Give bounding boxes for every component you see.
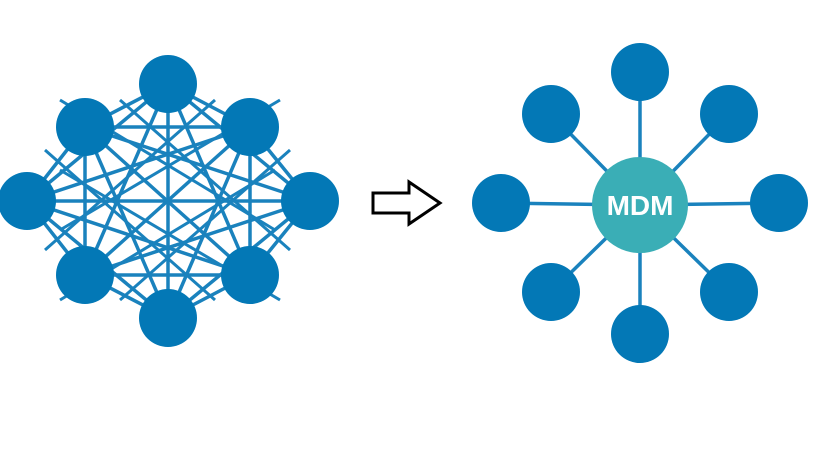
mesh-edge: [44, 148, 216, 302]
mesh-node: [56, 246, 114, 304]
mesh-node: [56, 98, 114, 156]
spoke-node: [700, 85, 758, 143]
mesh-edge: [119, 148, 291, 302]
spoke-node: [750, 174, 808, 232]
mdm-hub-label: MDM: [607, 190, 674, 221]
mesh-node: [139, 289, 197, 347]
mesh-edge: [44, 98, 216, 252]
mesh-node: [221, 98, 279, 156]
spoke-node: [611, 43, 669, 101]
spoke-node: [522, 263, 580, 321]
right-arrow-outline-icon: [371, 179, 443, 227]
mesh-node: [221, 246, 279, 304]
hub-network: MDM: [472, 43, 808, 363]
mesh-edge: [26, 199, 251, 277]
mesh-node: [281, 172, 339, 230]
spoke-node: [700, 263, 758, 321]
mesh-node: [0, 172, 56, 230]
mesh-network: [0, 55, 339, 347]
hub-spoke-nodes: [472, 43, 808, 363]
spoke-node: [522, 85, 580, 143]
spoke-node: [611, 305, 669, 363]
mdm-hub-circle: [592, 157, 688, 253]
mesh-nodes: [0, 55, 339, 347]
spoke-node: [472, 174, 530, 232]
mesh-edge: [119, 98, 291, 252]
mesh-node: [139, 55, 197, 113]
